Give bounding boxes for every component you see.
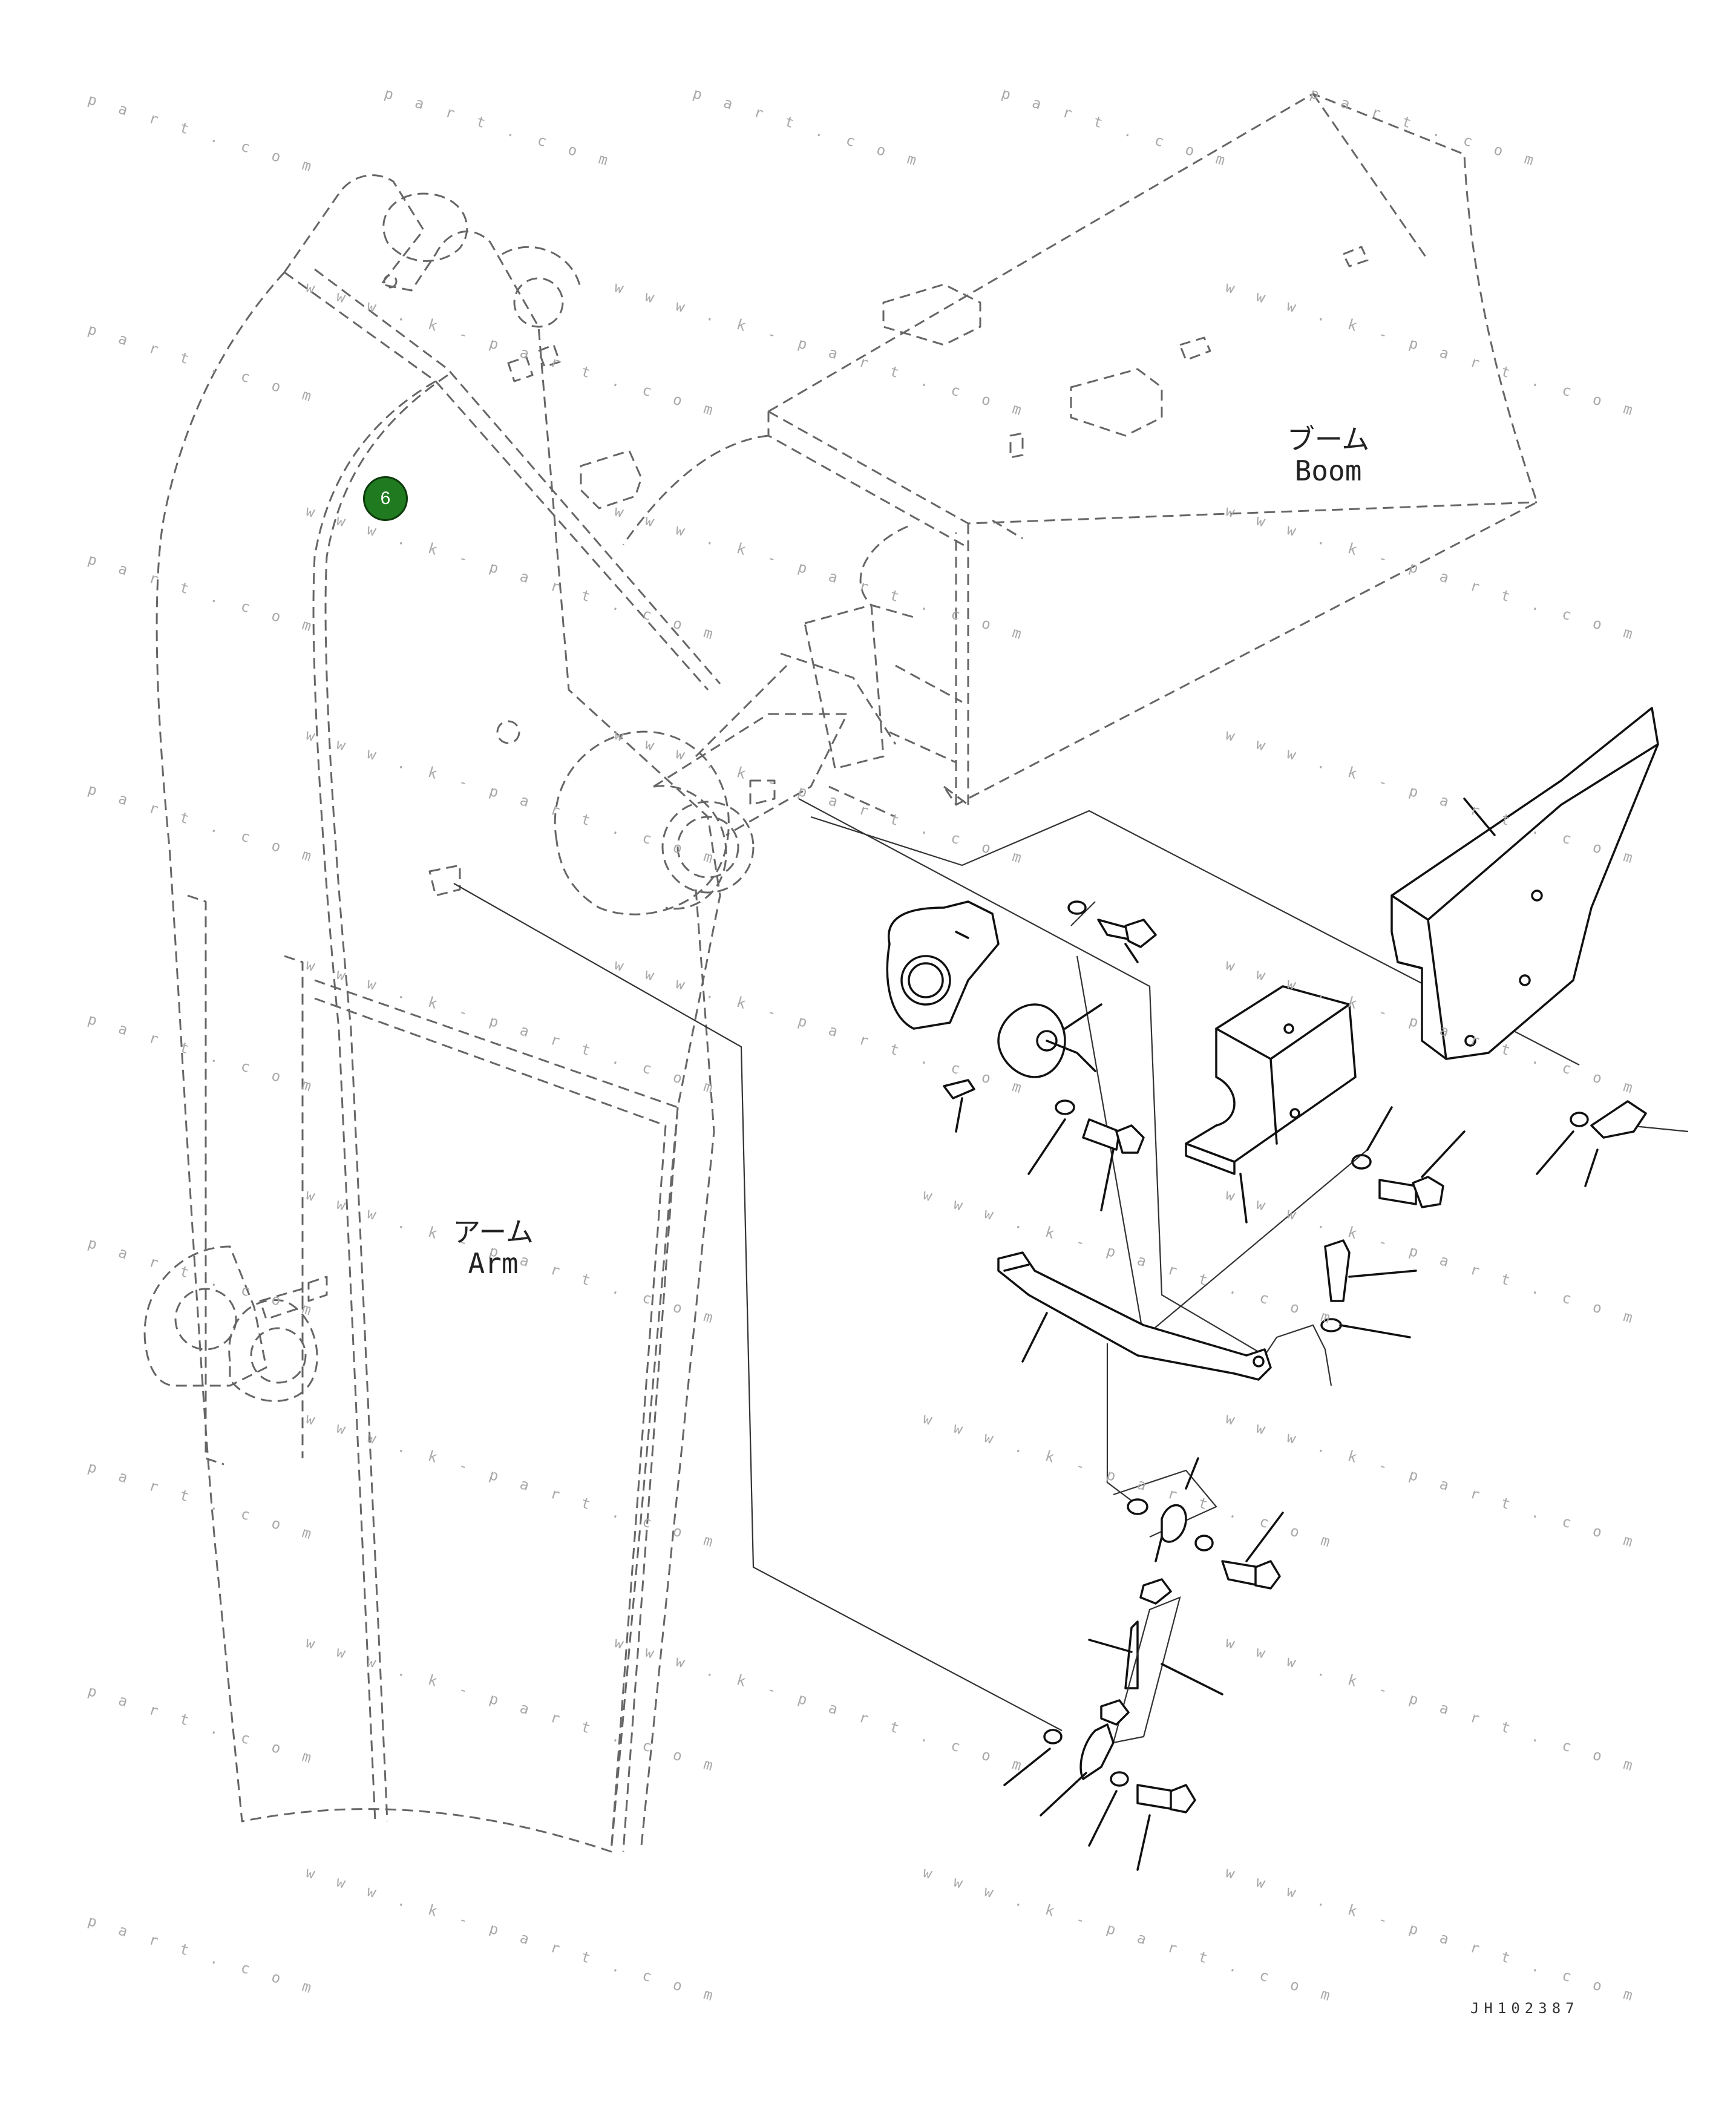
part-sensor [997, 1003, 1102, 1078]
part-sensor-bracket [886, 900, 1000, 1030]
part-rod-end-assembly [1003, 1457, 1284, 1871]
boom-label-jp: ブーム [1286, 423, 1370, 456]
part-arm-cover [1390, 707, 1659, 1060]
arm-label-jp: アーム [453, 1216, 534, 1248]
part-bolts-washers [943, 900, 1647, 1338]
drawing-id: JH102387 [1470, 2000, 1579, 2017]
boom-label-en: Boom [1294, 454, 1362, 487]
part-rod-link [997, 1251, 1272, 1381]
boom-label: ブーム Boom [1271, 424, 1386, 486]
boom-outline [580, 93, 1538, 818]
arm-label: アーム Arm [436, 1216, 551, 1279]
arm-label-en: Arm [468, 1247, 519, 1280]
callout-6[interactable]: 6 [363, 476, 408, 521]
arm-outline [143, 174, 848, 1853]
part-sensor-cover [1185, 985, 1357, 1224]
